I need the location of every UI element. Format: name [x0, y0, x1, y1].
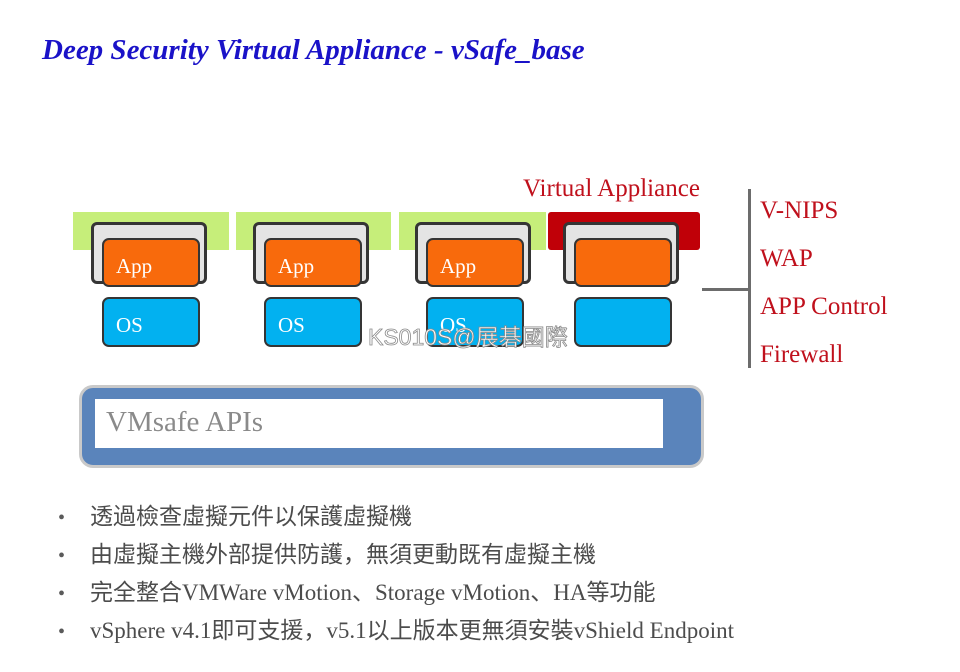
- bullet-text: vSphere v4.1即可支援，v5.1以上版本更無須安裝vShield En…: [90, 618, 734, 643]
- bullet-dot: •: [58, 583, 66, 605]
- virtual-appliance-label: Virtual Appliance: [523, 175, 700, 202]
- bullet-dot: •: [58, 621, 66, 643]
- bullet-text: 完全整合VMWare vMotion、Storage vMotion、HA等功能: [90, 580, 656, 605]
- bullet-item: • 由虛擬主機外部提供防護，無須更動既有虛擬主機: [58, 536, 734, 574]
- bullet-item: • 完全整合VMWare vMotion、Storage vMotion、HA等功…: [58, 574, 734, 612]
- vm-3-app-box: App: [426, 238, 524, 287]
- feature-firewall: Firewall: [760, 341, 844, 368]
- feature-wap: WAP: [760, 245, 813, 272]
- vm-2-app-box: App: [264, 238, 362, 287]
- feature-v-nips: V-NIPS: [760, 197, 839, 224]
- bullet-text: 透過檢查虛擬元件以保護虛擬機: [90, 504, 412, 529]
- connector-vertical: [748, 189, 751, 368]
- appliance-os-box: [574, 297, 672, 347]
- vm-2-os-box: OS: [264, 297, 362, 347]
- vm-3-os-box: OS: [426, 297, 524, 347]
- vmsafe-api-label: VMsafe APIs: [106, 406, 264, 438]
- bullet-list: •透過檢查虛擬元件以保護虛擬機 •由虛擬主機外部提供防護，無須更動既有虛擬主機 …: [58, 498, 734, 650]
- connector-horizontal: [702, 288, 750, 291]
- page-title: Deep Security Virtual Appliance - vSafe_…: [42, 34, 585, 66]
- watermark: KS010S@展碁國際: [368, 324, 569, 351]
- bullet-dot: •: [58, 545, 66, 567]
- appliance-app-box: [574, 238, 672, 287]
- bullet-dot: •: [58, 507, 66, 529]
- vm-1-os-box: OS: [102, 297, 200, 347]
- vm-1-app-box: App: [102, 238, 200, 287]
- bullet-item: • vSphere v4.1即可支援，v5.1以上版本更無須安裝vShield E…: [58, 612, 734, 650]
- bullet-item: • 透過檢查虛擬元件以保護虛擬機: [58, 498, 734, 536]
- feature-app-control: APP Control: [760, 293, 888, 320]
- vmsafe-api-inner: [95, 399, 663, 448]
- bullet-text: 由虛擬主機外部提供防護，無須更動既有虛擬主機: [90, 542, 596, 567]
